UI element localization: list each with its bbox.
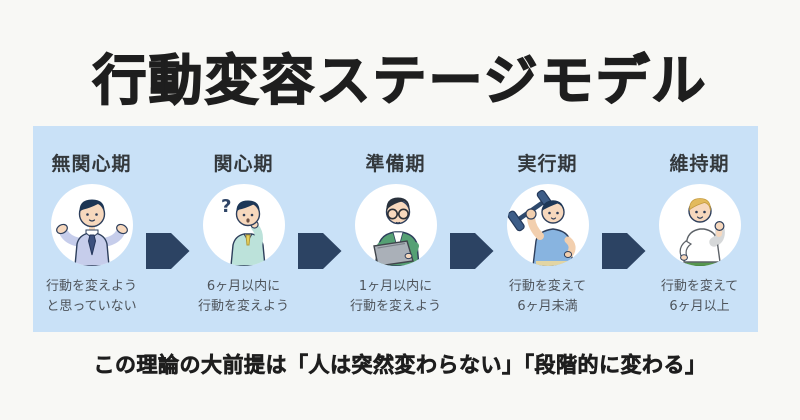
stage-title: 準備期 (365, 153, 426, 175)
stage-portrait (354, 184, 437, 266)
stage-preparation: 準備期 1ヶ月以内に (343, 152, 449, 317)
footer-note: この理論の大前提は「人は突然変わらない」「段階的に変わる」 (93, 353, 707, 378)
stage-caption: 6ヶ月以内に 行動を変えよう (198, 277, 289, 317)
arrow-right-icon (297, 233, 342, 269)
caption-line: 行動を変えて (660, 279, 739, 294)
stage-portrait (506, 184, 589, 266)
stage-maintenance: 維持期 行動を変えて (647, 152, 753, 317)
stage-contemplation: 関心期 ? 6ヶ月以内に 行 (191, 152, 297, 317)
caption-line: 行動を変えよう (45, 279, 137, 294)
caption-line: 6ヶ月未満 (517, 299, 578, 314)
man-lifting-dumbbell-icon (506, 189, 576, 266)
stage-title: 維持期 (669, 153, 730, 175)
caption-line: 行動を変えよう (197, 299, 289, 314)
stage-precontemplation: 無関心期 行動を変え (39, 152, 145, 317)
stage-title: 関心期 (213, 153, 274, 175)
stage-title: 実行期 (517, 153, 578, 175)
arrow-right-icon (601, 233, 646, 269)
stage-caption: 行動を変えて 6ヶ月以上 (661, 277, 738, 317)
caption-line: 行動を変えよう (349, 299, 441, 314)
stage-caption: 行動を変えよう と思っていない (46, 277, 137, 317)
caption-line: と思っていない (46, 299, 137, 314)
arrow-right-icon (449, 233, 494, 269)
page-title: 行動変容ステージモデル (92, 48, 708, 113)
svg-text:?: ? (221, 196, 231, 217)
arrow-right-icon (145, 233, 190, 269)
energetic-man-icon (679, 198, 725, 266)
stage-portrait (658, 184, 741, 266)
man-with-laptop-icon (372, 197, 420, 266)
caption-line: 1ヶ月以内に (358, 279, 433, 294)
caption-line: 行動を変えて (508, 279, 587, 294)
stage-portrait (50, 184, 133, 266)
stage-caption: 行動を変えて 6ヶ月未満 (509, 277, 586, 317)
shrugging-man-icon (55, 199, 128, 266)
stages-panel: 無関心期 行動を変え (33, 126, 758, 332)
caption-line: 6ヶ月以内に (206, 279, 281, 294)
thinking-man-icon: ? (221, 196, 266, 266)
stage-portrait: ? (202, 184, 285, 266)
stage-title: 無関心期 (51, 153, 132, 175)
caption-line: 6ヶ月以上 (669, 299, 730, 314)
stage-caption: 1ヶ月以内に 行動を変えよう (350, 277, 441, 317)
stage-action: 実行期 (495, 152, 601, 317)
